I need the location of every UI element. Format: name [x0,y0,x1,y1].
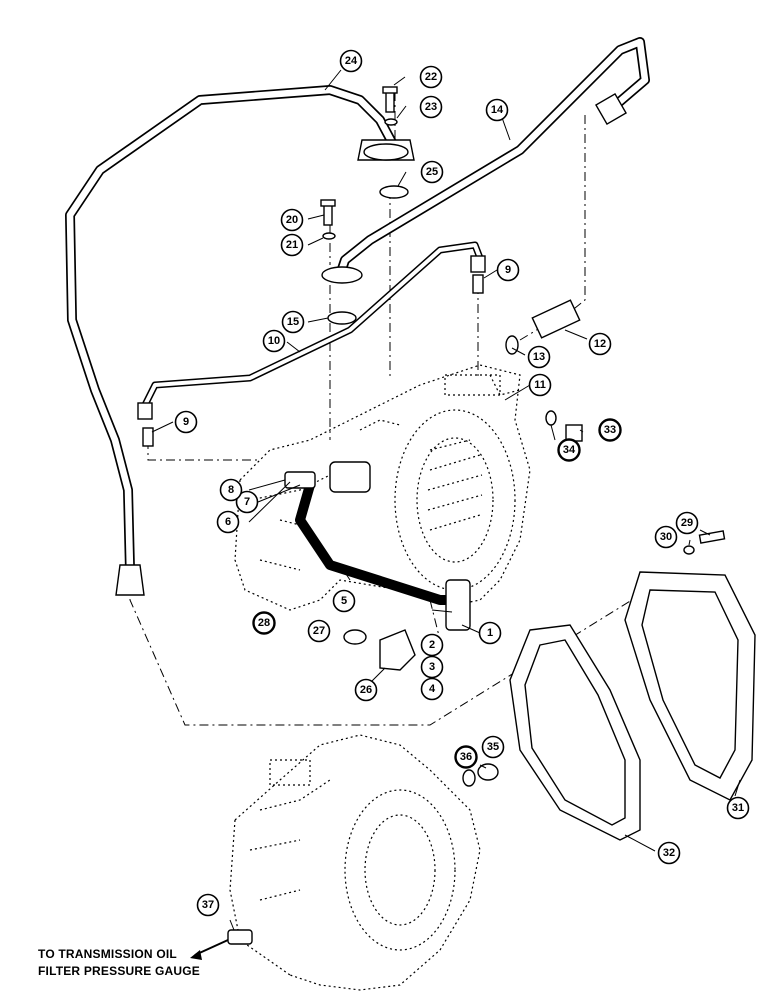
callout: 10 [262,329,286,353]
svg-text:33: 33 [604,424,616,436]
callout: 34 [557,438,581,462]
svg-text:4: 4 [429,683,436,695]
svg-text:13: 13 [533,351,545,363]
svg-text:37: 37 [202,899,214,911]
svg-text:14: 14 [491,104,504,116]
callout: 11 [528,373,552,397]
svg-text:9: 9 [505,264,511,276]
svg-text:11: 11 [534,379,546,391]
callout: 8 [219,478,243,502]
callout: 5 [332,589,356,613]
svg-text:35: 35 [487,741,499,753]
svg-text:27: 27 [313,625,325,637]
svg-text:26: 26 [360,684,372,696]
callout: 26 [354,678,378,702]
callout: 1 [478,621,502,645]
svg-text:28: 28 [258,617,270,629]
callout: 25 [420,160,444,184]
callout: 6 [216,510,240,534]
callout: 23 [419,95,443,119]
lower-housing [229,734,481,991]
callout: 2 [420,633,444,657]
caption-line-1: TO TRANSMISSION OIL [38,947,177,961]
svg-text:29: 29 [681,517,693,529]
svg-text:6: 6 [225,516,231,528]
svg-text:30: 30 [660,531,672,543]
callout: 4 [420,677,444,701]
callout: 35 [481,735,505,759]
svg-text:24: 24 [345,55,358,67]
svg-text:21: 21 [286,239,298,251]
gasket-32 [509,624,641,841]
svg-text:36: 36 [460,751,472,763]
svg-text:20: 20 [286,214,298,226]
gauge-arrow [190,939,229,960]
svg-text:9: 9 [183,416,189,428]
svg-text:2: 2 [429,639,435,651]
tube-24 [65,85,415,596]
callout: 37 [196,893,220,917]
callout: 21 [280,233,304,257]
callout: 28 [252,611,276,635]
svg-text:12: 12 [594,338,606,350]
upper-housing [234,364,531,611]
svg-text:8: 8 [228,484,234,496]
callout: 22 [419,65,443,89]
svg-text:23: 23 [425,101,437,113]
callout: 7 [235,490,259,514]
callout: 30 [654,525,678,549]
callout: 36 [454,745,478,769]
callout: 13 [527,345,551,369]
callout: 3 [420,655,444,679]
callout: 9 [174,410,198,434]
callout: 20 [280,208,304,232]
leader-lines [151,69,741,931]
svg-text:31: 31 [732,802,744,814]
callout: 27 [307,619,331,643]
callout: 31 [726,796,750,820]
callout: 9 [496,258,520,282]
svg-text:32: 32 [663,847,675,859]
hose-5 [295,480,450,605]
callout: 29 [675,511,699,535]
svg-text:34: 34 [563,444,576,456]
callout: 14 [485,98,509,122]
svg-text:22: 22 [425,71,437,83]
callout: 12 [588,332,612,356]
callout: 24 [339,49,363,73]
tube-14 [321,37,650,284]
callout: 33 [598,418,622,442]
cover-31 [624,571,756,801]
svg-text:5: 5 [341,595,347,607]
svg-text:25: 25 [426,166,438,178]
svg-text:10: 10 [268,335,280,347]
svg-text:1: 1 [487,627,493,639]
caption-line-2: FILTER PRESSURE GAUGE [38,964,200,978]
svg-text:3: 3 [429,661,435,673]
callout: 15 [281,310,305,334]
callout: 32 [657,841,681,865]
svg-text:7: 7 [244,496,250,508]
tube-10 [137,241,486,420]
svg-text:15: 15 [287,316,299,328]
